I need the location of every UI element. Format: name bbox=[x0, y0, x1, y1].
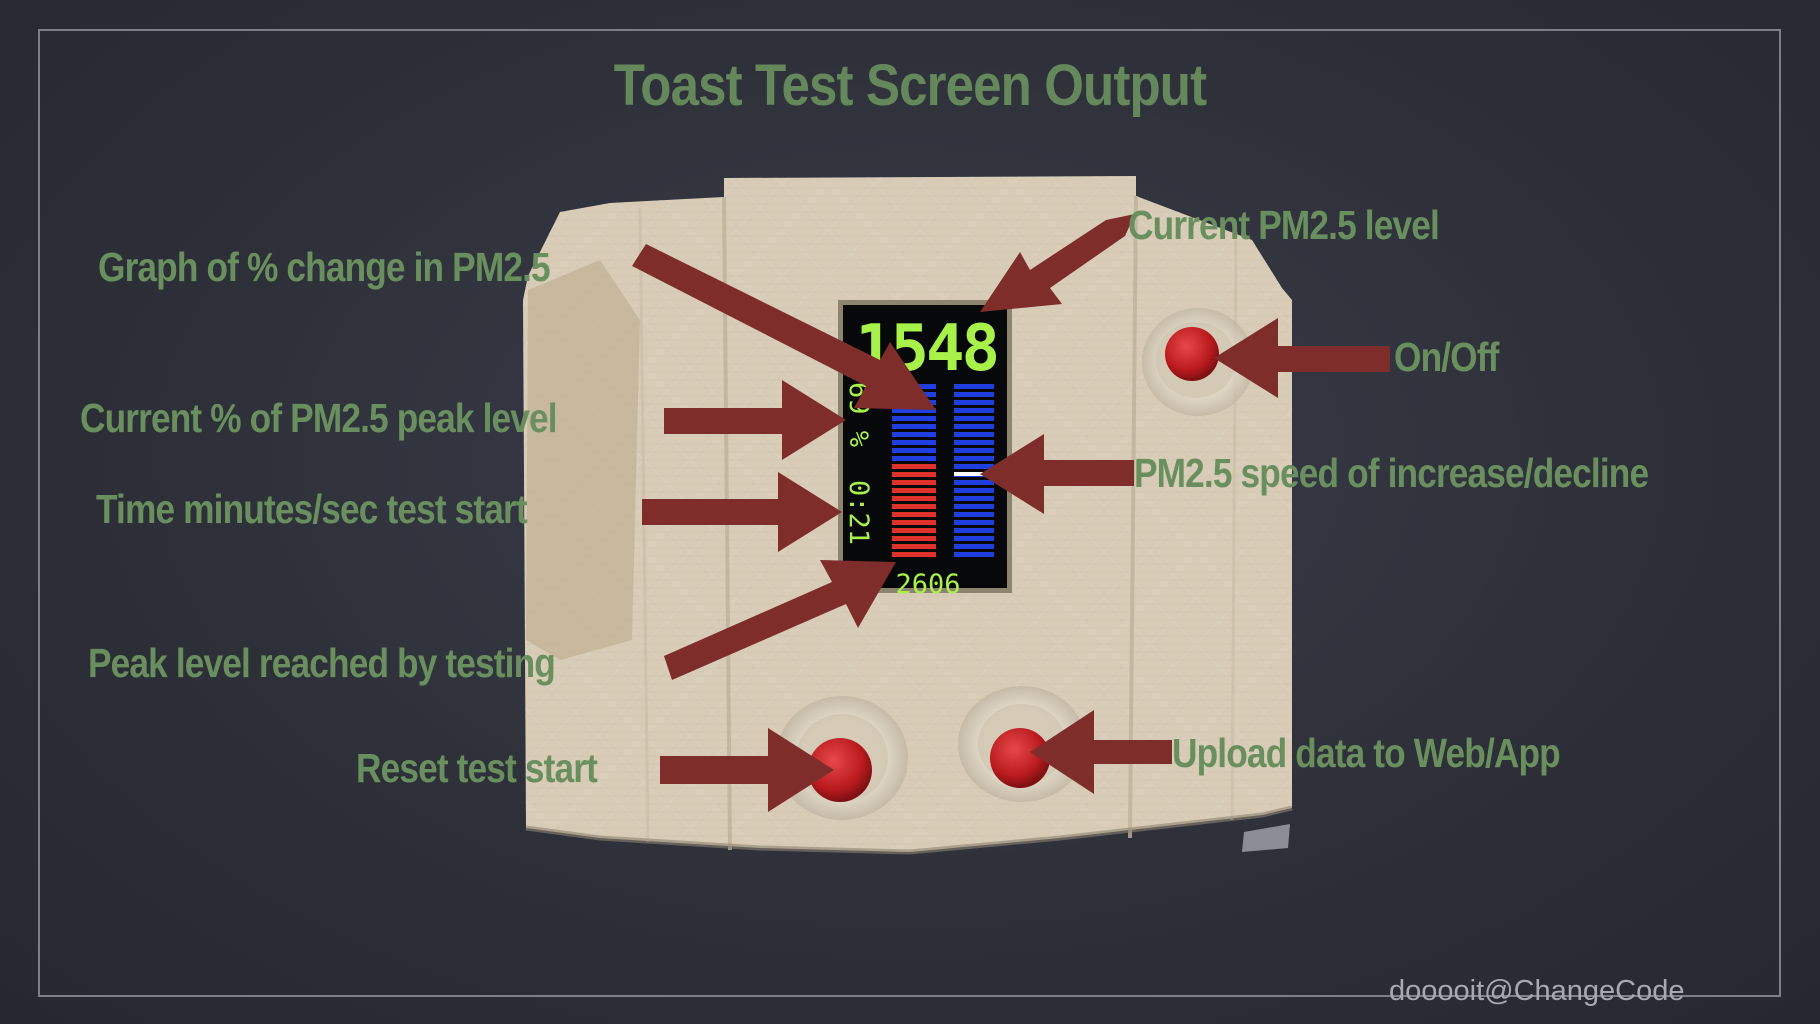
arrow-on-off bbox=[1214, 318, 1390, 398]
bar-segment bbox=[892, 424, 936, 429]
bar-segment bbox=[892, 480, 936, 485]
label-speed: PM2.5 speed of increase/decline bbox=[1134, 450, 1649, 496]
label-time-since-start: Time minutes/sec test start bbox=[96, 486, 528, 532]
arrow-current-pct-peak bbox=[664, 380, 846, 460]
bar-segment bbox=[892, 544, 936, 549]
bar-segment bbox=[892, 408, 936, 413]
bar-segment bbox=[954, 456, 994, 461]
bar-segment bbox=[954, 520, 994, 525]
pct-change-bar-graph bbox=[892, 384, 936, 557]
bar-segment bbox=[954, 480, 994, 485]
label-graph-change: Graph of % change in PM2.5 bbox=[98, 244, 551, 290]
slide-title: Toast Test Screen Output bbox=[613, 53, 1207, 118]
bar-segment bbox=[954, 432, 994, 437]
bar-segment bbox=[954, 528, 994, 533]
bar-segment bbox=[954, 512, 994, 517]
arrow-current-level bbox=[980, 214, 1135, 312]
watermark: dooooit@ChangeCode bbox=[1389, 975, 1685, 1007]
peak-level-readout: 2606 bbox=[895, 569, 960, 600]
bar-segment bbox=[954, 536, 994, 541]
label-current-level: Current PM2.5 level bbox=[1128, 202, 1440, 248]
bar-segment bbox=[892, 528, 936, 533]
elapsed-time-readout: 0:21 bbox=[843, 480, 874, 545]
bar-segment bbox=[892, 504, 936, 509]
slide-frame bbox=[38, 29, 1781, 997]
bar-segment bbox=[954, 552, 994, 557]
bar-segment bbox=[954, 392, 994, 397]
bar-segment bbox=[892, 536, 936, 541]
label-peak-reached: Peak level reached by testing bbox=[88, 640, 556, 686]
bar-segment bbox=[892, 488, 936, 493]
bar-segment bbox=[954, 488, 994, 493]
bar-segment bbox=[954, 416, 994, 421]
bar-segment bbox=[954, 400, 994, 405]
reset-button[interactable] bbox=[776, 696, 908, 820]
arrow-graph-change bbox=[632, 244, 936, 410]
bar-segment bbox=[954, 448, 994, 453]
bar-segment bbox=[892, 552, 936, 557]
label-reset: Reset test start bbox=[356, 745, 598, 791]
bar-segment bbox=[892, 472, 936, 477]
bar-segment bbox=[954, 384, 994, 389]
bar-segment bbox=[954, 408, 994, 413]
label-current-pct-peak: Current % of PM2.5 peak level bbox=[80, 395, 558, 441]
bar-segment bbox=[954, 440, 994, 445]
bar-segment bbox=[954, 496, 994, 501]
label-on-off: On/Off bbox=[1394, 334, 1499, 380]
bar-segment bbox=[892, 464, 936, 469]
arrow-reset bbox=[660, 728, 834, 812]
corner-plate bbox=[1242, 824, 1290, 852]
arrow-speed bbox=[980, 434, 1134, 514]
bar-segment bbox=[892, 520, 936, 525]
upload-button[interactable] bbox=[958, 686, 1086, 802]
bar-segment bbox=[892, 416, 936, 421]
arrow-time bbox=[642, 472, 842, 552]
on-off-button[interactable] bbox=[1142, 308, 1254, 416]
bar-segment bbox=[954, 424, 994, 429]
bar-segment bbox=[892, 448, 936, 453]
bar-segment bbox=[892, 456, 936, 461]
bar-segment bbox=[892, 496, 936, 501]
bar-segment bbox=[892, 440, 936, 445]
bar-segment bbox=[892, 512, 936, 517]
arrow-peak bbox=[664, 560, 896, 680]
arrow-upload bbox=[1030, 710, 1172, 794]
bar-segment bbox=[954, 544, 994, 549]
label-upload: Upload data to Web/App bbox=[1172, 730, 1561, 776]
bar-segment bbox=[954, 504, 994, 509]
speed-bar-graph bbox=[954, 384, 994, 557]
bar-segment bbox=[954, 464, 994, 469]
bar-segment bbox=[892, 432, 936, 437]
